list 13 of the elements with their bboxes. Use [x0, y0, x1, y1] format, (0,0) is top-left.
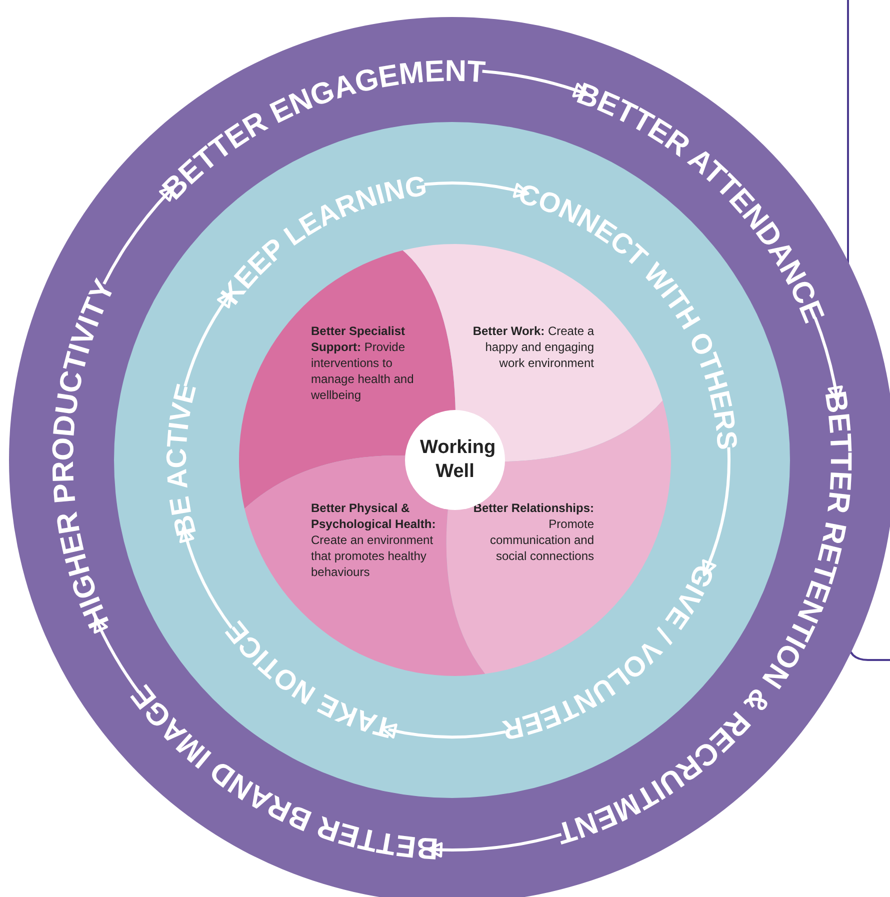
- segment-text: Better Physical & Psychological Health: Create an environment that promotes healthy behaviours: [311, 500, 436, 580]
- arrow: [427, 832, 562, 858]
- arrow: [482, 70, 590, 98]
- arrow: [94, 616, 140, 694]
- segment-text: Better Relationships: Promote communication and social connections: [466, 500, 594, 564]
- segment-text: Better Specialist Support: Provide interventions to manage health and wellbeing: [311, 323, 429, 403]
- arrow: [102, 185, 175, 285]
- segment-text: Better Work: Create a happy and engaging work environment: [466, 323, 594, 371]
- arrow: [424, 182, 530, 198]
- arrow: [184, 292, 232, 387]
- arrow: [180, 526, 233, 629]
- arrow: [702, 447, 730, 576]
- arrow: [814, 317, 843, 402]
